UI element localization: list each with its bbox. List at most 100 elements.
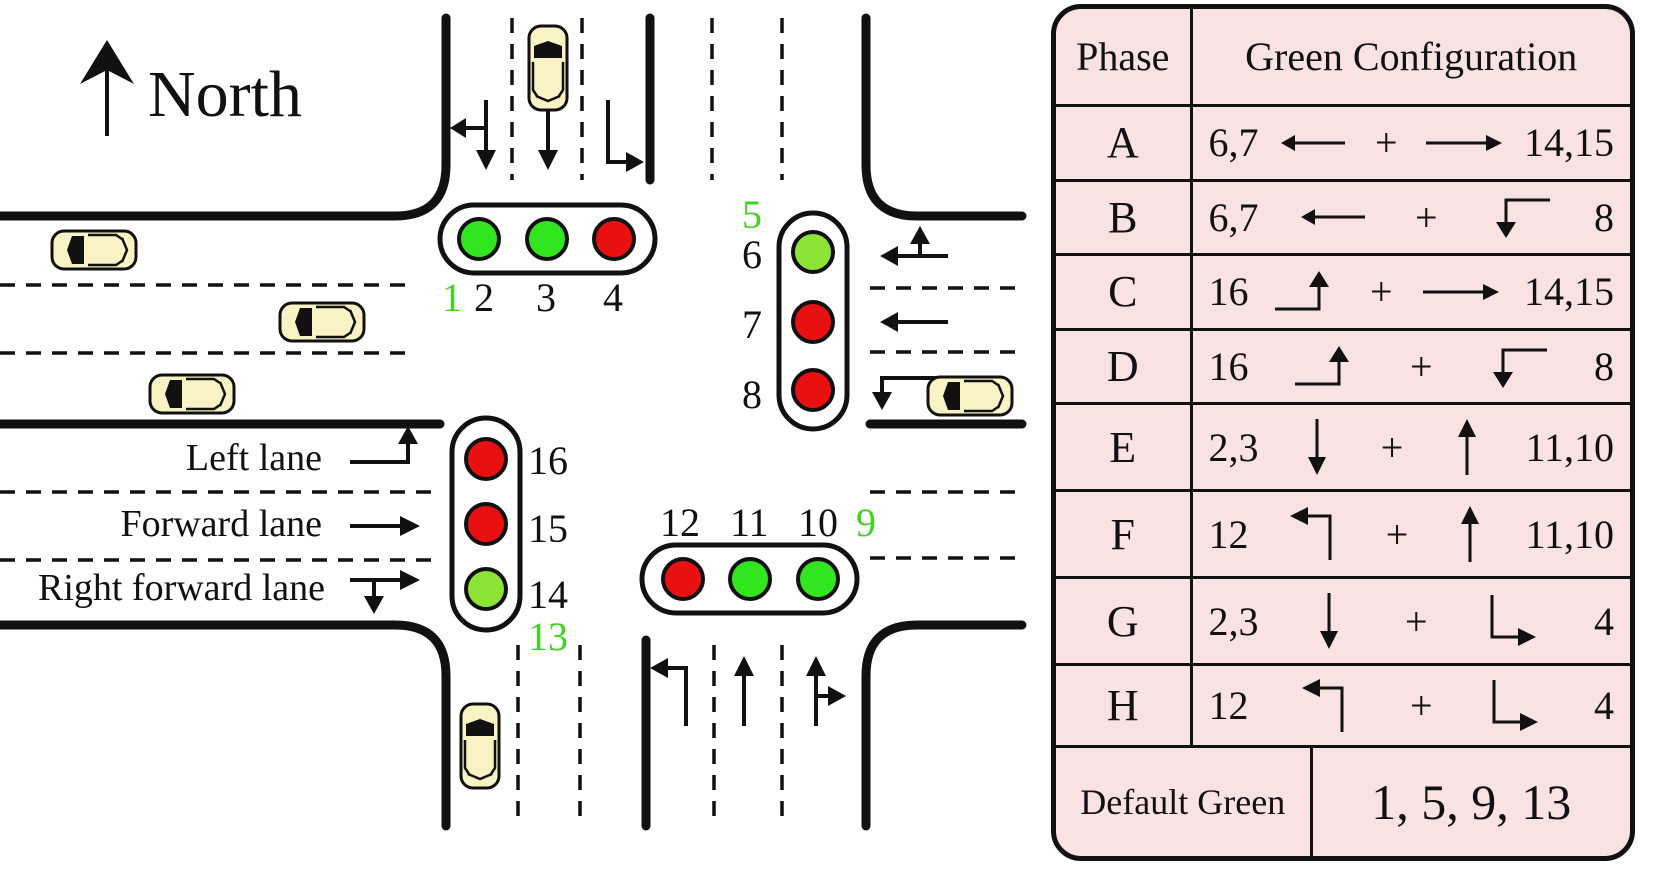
phase-label: D xyxy=(1056,327,1193,406)
default-green-label: Default Green xyxy=(1056,745,1313,856)
plus-sign: + xyxy=(1374,120,1398,166)
road-edges xyxy=(0,13,1027,831)
arrow-down-icon xyxy=(1307,419,1326,476)
plus-sign: + xyxy=(1414,194,1438,240)
phase-label: E xyxy=(1056,402,1193,493)
lamp-green xyxy=(464,567,508,611)
signal-east xyxy=(776,210,850,432)
config-right-signals: 4 xyxy=(1594,598,1614,644)
lamp-red xyxy=(464,502,508,546)
signal-num: 9 xyxy=(856,500,876,545)
signal-num: 7 xyxy=(742,302,762,347)
plus-sign: + xyxy=(1369,269,1393,315)
lamp-green xyxy=(457,217,501,261)
plus-sign: + xyxy=(1380,424,1404,470)
header-phase: Phase xyxy=(1056,9,1193,107)
config-left-signals: 6,7 xyxy=(1208,120,1259,166)
phase-label: F xyxy=(1056,489,1193,580)
arrow-right-icon xyxy=(1423,283,1500,300)
config-left-signals: 16 xyxy=(1208,344,1249,390)
config-left-signals: 12 xyxy=(1208,683,1249,729)
west-lane-arrows xyxy=(350,426,420,614)
phase-config: 16 + 14,15 xyxy=(1189,253,1630,331)
table-row: D 16 + 8 xyxy=(1056,327,1630,406)
car-icon xyxy=(278,301,366,343)
turn-down-left-icon xyxy=(1495,198,1550,239)
config-left-signals: 2,3 xyxy=(1208,424,1259,470)
plus-sign: + xyxy=(1404,598,1428,644)
arrow-right-icon xyxy=(1425,134,1502,151)
phase-label: A xyxy=(1056,104,1193,182)
lane-label-right-forward: Right forward lane xyxy=(38,567,325,609)
signal-num: 12 xyxy=(660,500,700,545)
intersection-diagram: North xyxy=(0,13,1027,831)
signal-num: 1 xyxy=(442,275,462,320)
turn-down-right-icon xyxy=(1490,595,1536,647)
arrow-up-icon xyxy=(1460,506,1479,563)
lamp-green xyxy=(525,217,569,261)
phase-config: 2,3 + 4 xyxy=(1189,576,1630,667)
signal-num: 8 xyxy=(742,372,762,417)
turn-up-left-icon xyxy=(1275,270,1330,311)
car-icon xyxy=(148,373,236,415)
config-left-signals: 2,3 xyxy=(1208,598,1259,644)
lane-label-left: Left lane xyxy=(186,437,322,479)
phase-config: 6,7 + 14,15 xyxy=(1189,104,1630,182)
config-right-signals: 8 xyxy=(1594,344,1614,390)
lamp-green xyxy=(791,230,835,274)
header-green-config: Green Configuration xyxy=(1189,9,1630,107)
signal-num: 4 xyxy=(603,275,623,320)
table-row: H 12 + 4 xyxy=(1056,663,1630,748)
signal-south xyxy=(639,542,860,616)
signal-west xyxy=(449,415,523,633)
turn-down-right-icon xyxy=(1492,679,1539,731)
phase-config: 6,7 + 8 xyxy=(1189,178,1630,257)
default-green-row: Default Green 1, 5, 9, 13 xyxy=(1056,745,1630,856)
config-left-signals: 16 xyxy=(1208,269,1249,315)
signal-num: 13 xyxy=(528,614,568,659)
lamp-red xyxy=(592,217,636,261)
plus-sign: + xyxy=(1409,683,1433,729)
signal-num: 16 xyxy=(528,438,568,483)
lane-label-forward: Forward lane xyxy=(120,503,322,545)
lamp-red xyxy=(791,300,835,344)
car-icon xyxy=(926,375,1014,417)
signal-num: 6 xyxy=(742,232,762,277)
turn-left-up-icon xyxy=(1290,507,1332,561)
south-lane-arrows xyxy=(650,656,846,726)
phase-config: 12 + 4 xyxy=(1189,663,1630,748)
phase-table: Phase Green Configuration A 6,7 + 14,15 … xyxy=(1051,4,1635,861)
turn-left-up-icon xyxy=(1302,678,1344,732)
table-row: E 2,3 + 11,10 xyxy=(1056,402,1630,493)
table-header-row: Phase Green Configuration xyxy=(1056,9,1630,107)
car-icon xyxy=(459,702,501,790)
signal-num: 3 xyxy=(536,275,556,320)
table-row: G 2,3 + 4 xyxy=(1056,576,1630,667)
signal-num: 14 xyxy=(528,572,568,617)
north-lane-arrows xyxy=(450,100,644,172)
table-row: B 6,7 + 8 xyxy=(1056,178,1630,257)
car-icon xyxy=(50,229,138,271)
lamp-red xyxy=(791,368,835,412)
lamp-red xyxy=(464,437,508,481)
turn-down-left-icon xyxy=(1493,348,1548,388)
phase-config: 12 + 11,10 xyxy=(1189,489,1630,580)
default-green-value: 1, 5, 9, 13 xyxy=(1309,745,1630,856)
table-row: A 6,7 + 14,15 xyxy=(1056,104,1630,182)
signal-num: 11 xyxy=(730,500,769,545)
lane-markings xyxy=(0,18,1022,826)
config-right-signals: 11,10 xyxy=(1525,424,1614,470)
phase-label: B xyxy=(1056,178,1193,257)
plus-sign: + xyxy=(1385,511,1409,557)
table-row: C 16 + 14,15 xyxy=(1056,253,1630,331)
signal-num: 5 xyxy=(742,192,762,237)
phase-config: 16 + 8 xyxy=(1189,327,1630,406)
arrow-left-icon xyxy=(1280,134,1345,151)
config-right-signals: 14,15 xyxy=(1524,269,1614,315)
car-icon xyxy=(527,24,569,112)
phase-label: H xyxy=(1056,663,1193,748)
signal-num: 15 xyxy=(528,506,568,551)
config-right-signals: 14,15 xyxy=(1524,120,1614,166)
lamp-red xyxy=(661,557,705,601)
arrow-down-icon xyxy=(1319,593,1338,650)
